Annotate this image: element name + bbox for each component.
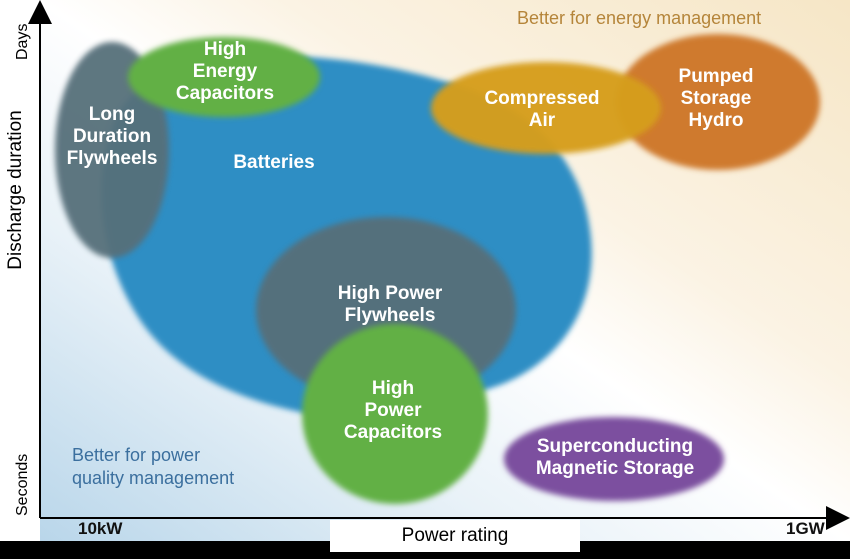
label-line: Duration <box>72 126 152 148</box>
label-line: Magnetic Storage <box>535 458 695 480</box>
energy-management-note: Better for energy management <box>517 8 762 28</box>
high-power-flywheels-label: High Power Flywheels <box>312 283 468 327</box>
x-tick-10kw: 10kW <box>78 519 123 538</box>
label-line: Flywheels <box>344 305 436 327</box>
power-quality-note-line2: quality management <box>72 468 235 489</box>
power-quality-note: Better for power quality management <box>72 444 234 491</box>
high-energy-capacitors-label: High Energy Capacitors <box>160 39 290 105</box>
label-line: High Power <box>337 283 443 304</box>
label-line: Power <box>364 400 422 422</box>
label-line: Hydro <box>688 110 744 132</box>
smes-region <box>504 417 724 501</box>
label-line: Capacitors <box>343 422 443 444</box>
y-tick-seconds: Seconds <box>14 453 31 516</box>
pumped-storage-hydro-label: Pumped Storage Hydro <box>656 66 776 132</box>
long-duration-flywheels-label: Long Duration Flywheels <box>52 104 172 170</box>
label-line: High <box>371 378 415 399</box>
label-line: Superconducting <box>536 436 694 457</box>
label-line: Batteries <box>233 152 315 173</box>
batteries-label: Batteries <box>214 152 334 174</box>
label-line: Capacitors <box>175 83 275 105</box>
label-line: Flywheels <box>66 148 158 170</box>
high-power-capacitors-region <box>302 324 488 504</box>
label-line: Energy <box>192 61 258 83</box>
high-energy-capacitors-region <box>128 37 320 117</box>
label-line: Compressed <box>484 88 600 109</box>
y-axis-label: Discharge duration <box>5 110 26 270</box>
compressed-air-region <box>431 62 661 154</box>
label-line: Air <box>528 110 556 132</box>
high-power-capacitors-label: High Power Capacitors <box>328 378 458 444</box>
compressed-air-label: Compressed Air <box>460 88 624 132</box>
label-line: Long <box>88 104 136 125</box>
smes-label: Superconducting Magnetic Storage <box>510 436 720 480</box>
x-axis-label: Power rating <box>330 520 580 552</box>
y-tick-days: Days <box>14 23 31 60</box>
x-tick-1gw: 1GW <box>786 519 825 538</box>
power-quality-note-line1: Better for power <box>72 445 201 465</box>
pumped-storage-hydro-region <box>616 34 820 170</box>
label-line: Storage <box>680 88 752 110</box>
label-line: High <box>203 39 247 60</box>
label-line: Pumped <box>678 66 754 87</box>
